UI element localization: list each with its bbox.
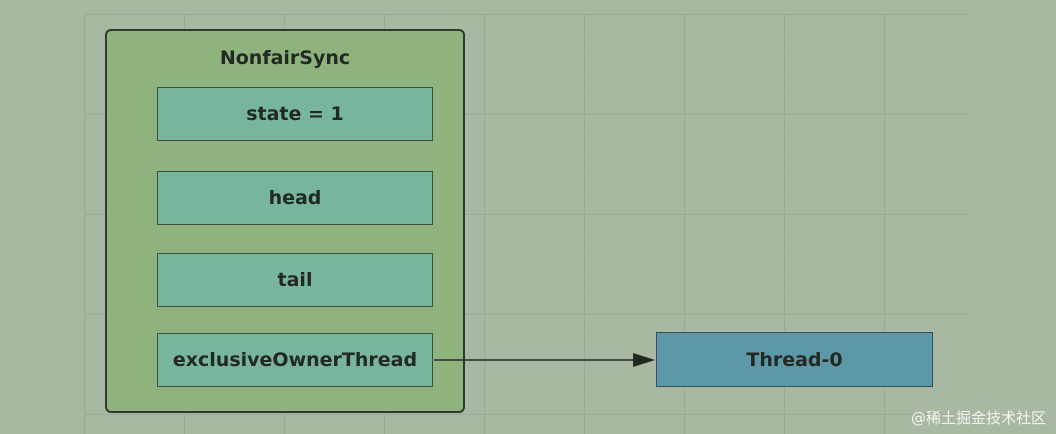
field-tail: tail: [157, 253, 433, 307]
watermark-text: @稀土掘金技术社区: [910, 409, 1046, 427]
container-title: NonfairSync: [219, 47, 351, 69]
field-state: state = 1: [157, 87, 433, 141]
field-head: head: [157, 171, 433, 225]
field-exclusive-owner-thread: exclusiveOwnerThread: [157, 333, 433, 387]
thread-0-box: Thread-0: [656, 332, 933, 387]
